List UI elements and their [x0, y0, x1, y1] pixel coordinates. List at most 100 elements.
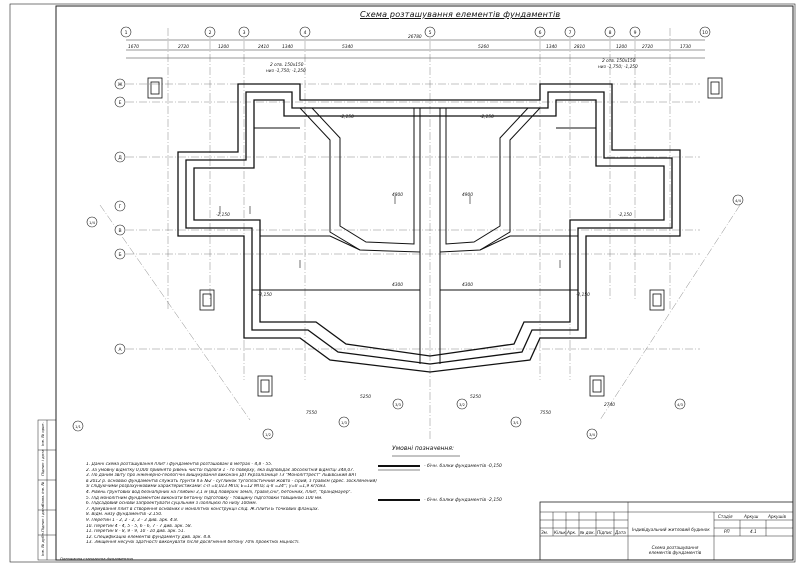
legend-title: Умовні позначення: [392, 445, 454, 452]
callout-right: 2 отв. 150х150 [602, 58, 636, 64]
note-1: 1. Данні схема розташування плит і фунда… [86, 462, 273, 467]
dim-mid-1: 4300 [392, 282, 403, 288]
axis-a: А [118, 347, 122, 353]
section-marks [219, 196, 561, 268]
note-6: 6. Підсадовий основи запроектувати суціл… [86, 501, 257, 507]
dim-br-4: 5250 [470, 394, 481, 400]
title-block [539, 501, 794, 561]
legend-item-1: - бічн. балки фундаментів -0,150 [424, 464, 502, 469]
axis-d-1-4: 1/4 [89, 221, 95, 225]
left-side-stamp [37, 419, 57, 561]
tb-stage-head: Стадія [718, 514, 733, 519]
axis-d-4-3: 4/3 [677, 403, 683, 407]
note-3b: зі слідуючими розрахунковими характерист… [86, 484, 327, 490]
axis-d-3-1: 3/1 [513, 421, 519, 425]
level-3: -2,150 [216, 212, 230, 218]
axis-9: 9 [634, 30, 637, 36]
axis-b: Б [118, 252, 121, 258]
dim-4: 2410 [258, 44, 269, 50]
inner-walls [252, 107, 597, 364]
dim-8: 1340 [546, 44, 557, 50]
callout-right-level: низ -1,750; -1,250 [598, 64, 638, 70]
dim-3: 1200 [218, 44, 229, 50]
side-label-3: Взам. інв. № [40, 481, 45, 506]
note-3a: в 2012 р. основою фундаментів служать ґр… [86, 478, 377, 484]
axis-4: 4 [304, 30, 307, 36]
axis-bubbles [72, 26, 744, 440]
dim-10: 1200 [616, 44, 627, 50]
pad-footings [147, 77, 723, 397]
dim-11: 2720 [642, 44, 653, 50]
tb-col-3: Арк. [567, 530, 577, 535]
tb-drawing-name: Схема розташування елементів фундаментів [648, 545, 702, 555]
note-12: 12. Специфікацію елементів фундаменту ди… [86, 534, 212, 540]
tb-stage: РП [724, 529, 730, 534]
side-label-1: Інв. № дубл. [40, 531, 45, 556]
axis-d-3-2: 3/2 [459, 403, 465, 407]
level-5: -2,150 [258, 292, 272, 298]
axis-5: 5 [429, 30, 432, 36]
dim-mid-2: 4800 [392, 192, 403, 198]
tb-sheet: 4.1 [750, 529, 757, 534]
axis-d-3-3: 3/3 [395, 403, 401, 407]
side-label-2: Підпис і дата [40, 505, 45, 532]
axis-d-1-2: 1/2 [265, 433, 271, 437]
axis-2: 2 [209, 30, 212, 36]
tb-col-4: № док. [580, 530, 596, 535]
axis-zh: Ж [118, 82, 123, 88]
level-4: -2,150 [618, 212, 632, 218]
tb-col-1: Зм. [541, 530, 549, 535]
dim-mid-3: 4900 [462, 192, 473, 198]
dim-br-3: 5250 [360, 394, 371, 400]
level-1: -2,150 [340, 114, 354, 120]
axis-d-1-1: 1/1 [75, 425, 81, 429]
tb-sheets-head: Аркушів [768, 514, 786, 519]
tb-col-6: Дата [615, 530, 626, 535]
dim-2: 2720 [178, 44, 189, 50]
foundation-outline [177, 83, 681, 373]
axis-d: Д [118, 155, 122, 161]
axis-8: 8 [609, 30, 612, 36]
general-notes: 1. Данні схема розташування плит і фунда… [86, 462, 486, 546]
tb-sheet-head: Аркуш [744, 514, 759, 519]
dim-br-2: 7550 [306, 410, 317, 416]
note-4: 4. Рівень ґрунтових вод безнапірних на г… [86, 489, 352, 495]
dim-1: 1670 [128, 44, 139, 50]
axis-grid [99, 28, 741, 440]
dim-9: 2810 [574, 44, 585, 50]
tb-project: Індивідуальний житловий будинок [632, 527, 710, 532]
axis-7: 7 [569, 30, 572, 36]
side-label-4: Підпис і дата [40, 449, 45, 476]
legend-lines [378, 455, 460, 501]
callout-left: 2 отв. 150х150 [270, 62, 304, 68]
callout-left-level: низ -1,750; -1,250 [266, 68, 306, 74]
note-8: 8. Відм. низу фундаментів -2.150. [86, 512, 163, 518]
axis-g: Г [119, 204, 122, 210]
axis-v: В [118, 228, 121, 234]
legend-item-2: - бічн. балки фундаментів -2,150 [424, 498, 502, 503]
axis-d-4-4: 4/4 [735, 199, 741, 203]
axis-d-3-4: 3/4 [589, 433, 595, 437]
level-6: -2,150 [576, 292, 590, 298]
axis-1: 1 [125, 30, 128, 36]
side-label-5: Інв. № ориг. [40, 422, 45, 446]
dim-br-1: 2740 [604, 402, 615, 408]
level-2: -2,150 [480, 114, 494, 120]
note-5: 5. Під монолітним фундаментом виконати б… [86, 495, 323, 501]
axis-d-1-3: 1/3 [341, 421, 347, 425]
tb-col-5: Підпис [597, 530, 612, 535]
axis-3: 3 [243, 30, 246, 36]
note-13: 13. Зміщення несучої здатності виконуват… [86, 540, 300, 546]
dim-mid-4: 4300 [462, 282, 473, 288]
note-11: 11. Перетин 8 - 8, 9 - 9, 10 - 10 див. а… [86, 529, 186, 535]
drawing-title: Схема розташування елементів фундаментів [360, 10, 561, 19]
dim-7: 5260 [478, 44, 489, 50]
note-3: 3. По даним звіту про інженерно-геологіч… [86, 473, 357, 479]
dim-6: 5340 [342, 44, 353, 50]
axis-6: 6 [539, 30, 542, 36]
tb-col-2: Кільк. [554, 530, 568, 535]
footer-note: Одержання стандартна фундаментна [60, 557, 133, 561]
dim-br-5: 7550 [540, 410, 551, 416]
